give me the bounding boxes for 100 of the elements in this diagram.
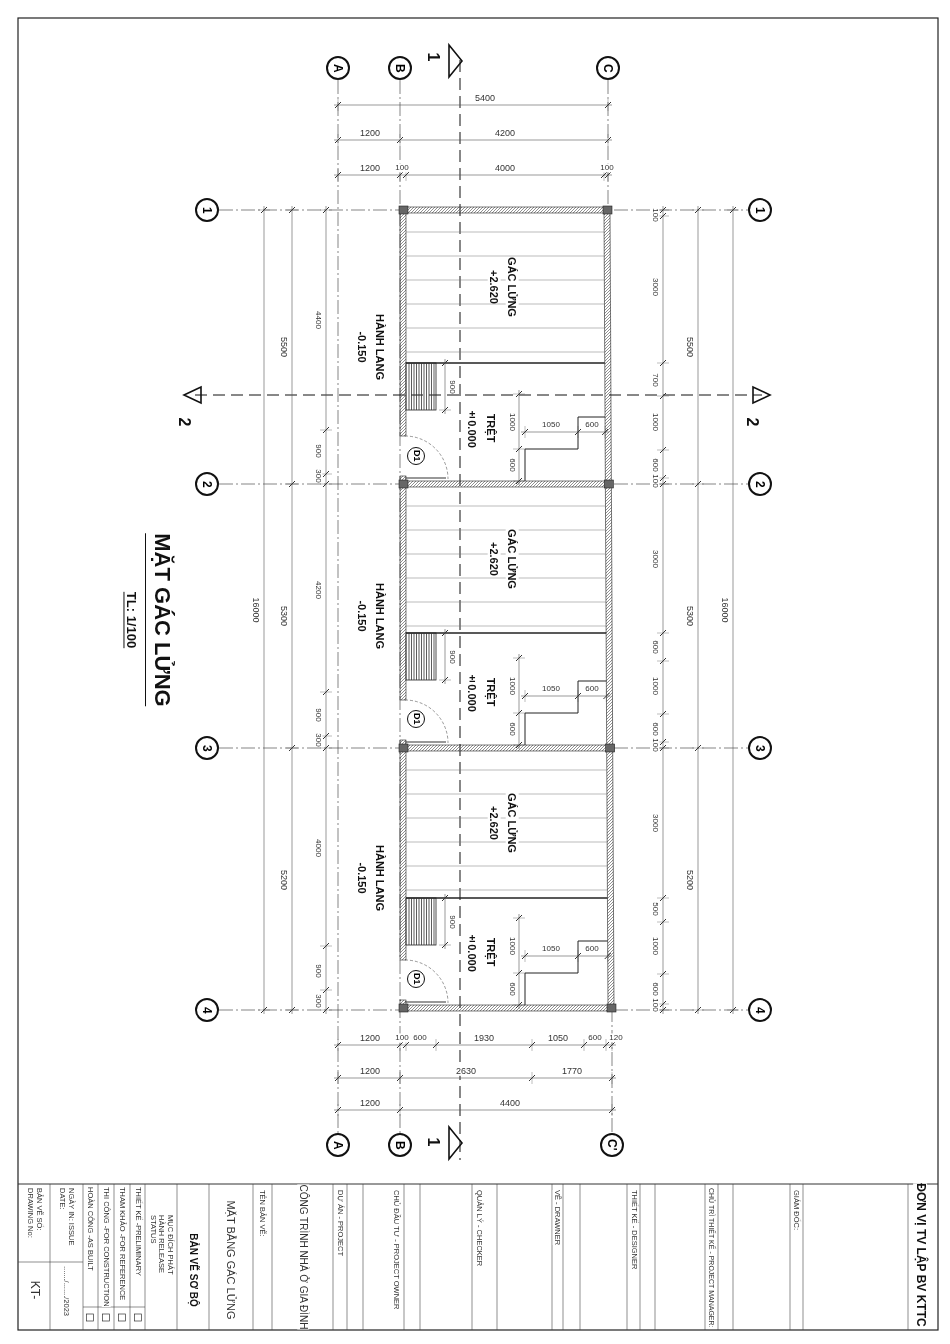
dimension-text: 4000 bbox=[495, 162, 515, 174]
dimension-text: 300 bbox=[313, 733, 323, 747]
grid-bubble: 3 bbox=[195, 736, 219, 760]
label-text: -0.150 bbox=[355, 862, 369, 894]
label-text: +2.620 bbox=[487, 541, 501, 576]
dimension-text: 600 bbox=[413, 1033, 427, 1043]
dimension-text: 16000 bbox=[250, 597, 262, 623]
dimension-text: 1000 bbox=[650, 937, 660, 955]
label-text: ±0.000 bbox=[465, 932, 479, 972]
label-text: TRỆT bbox=[484, 413, 498, 443]
dimension-text: 1050 bbox=[548, 1032, 568, 1044]
grid-bubble: 1 bbox=[195, 198, 219, 222]
dimension-text: 500 bbox=[650, 902, 660, 916]
dimension-text: 300 bbox=[313, 469, 323, 483]
dimension-text: 100 bbox=[650, 474, 660, 488]
dimension-text: 3000 bbox=[650, 277, 660, 296]
dimension-text: 600 bbox=[650, 458, 660, 472]
dimension-text: 1930 bbox=[474, 1032, 494, 1044]
dimension-text: 4200 bbox=[313, 581, 323, 599]
dimension-text: 4400 bbox=[500, 1097, 520, 1109]
label-text: TRỆT bbox=[484, 677, 498, 707]
dimension-text: 4400 bbox=[313, 311, 323, 329]
dimension-text: 900 bbox=[447, 915, 457, 929]
label-text: TL: 1/100 bbox=[123, 591, 139, 649]
dimension-text: 100 bbox=[395, 1033, 409, 1043]
dimension-text: 1000 bbox=[507, 413, 517, 431]
label-text: ĐƠN VỊ TV LẬP BV KTTC bbox=[913, 1183, 927, 1327]
door-tag: D1 bbox=[407, 710, 425, 728]
dimension-text: 1200 bbox=[360, 127, 380, 139]
dimension-text: 1050 bbox=[542, 684, 560, 694]
dimension-text: 100 bbox=[650, 998, 660, 1012]
grid-bubble: 4 bbox=[748, 998, 772, 1022]
label-text: HÀNH LANG bbox=[373, 845, 387, 911]
label-text: GÁC LỬNG bbox=[505, 793, 519, 853]
dimension-text: 900 bbox=[313, 444, 323, 458]
label-text: TRỆT bbox=[484, 937, 498, 967]
label-text: CÔNG TRÌNH NHÀ Ở GIA ĐÌNH bbox=[297, 1184, 309, 1330]
dimension-text: 600 bbox=[507, 722, 517, 736]
dimension-text: 3000 bbox=[650, 549, 660, 568]
dimension-text: 600 bbox=[650, 639, 660, 654]
dimension-text: 16000 bbox=[719, 597, 731, 623]
dimension-text: 100 bbox=[650, 208, 660, 222]
label-text: GÁC LỬNG bbox=[505, 256, 519, 317]
grid-bubble: A bbox=[326, 1133, 350, 1157]
dimension-text: 120 bbox=[609, 1033, 623, 1043]
dimension-text: 1000 bbox=[650, 413, 660, 431]
dimension-text: 5500 bbox=[278, 337, 290, 357]
dimension-text: 900 bbox=[447, 380, 457, 394]
door-tag: D1 bbox=[407, 970, 425, 988]
dimension-text: 1200 bbox=[360, 162, 380, 174]
dimension-text: 4000 bbox=[313, 839, 323, 857]
dimension-text: 600 bbox=[588, 1033, 602, 1043]
dimension-text: 2630 bbox=[456, 1065, 476, 1077]
dimension-text: 5500 bbox=[684, 337, 696, 357]
dimension-text: 1770 bbox=[562, 1065, 582, 1077]
dimension-text: 600 bbox=[585, 684, 599, 694]
label-text: MẶT BẰNG GÁC LỬNG bbox=[224, 1200, 238, 1320]
dimension-text: 900 bbox=[313, 964, 323, 978]
grid-bubble: C' bbox=[600, 1133, 624, 1157]
dimension-text: 1000 bbox=[507, 937, 517, 955]
door-tag: D1 bbox=[407, 447, 425, 465]
dimension-text: 1000 bbox=[507, 677, 517, 695]
dimension-text: 600 bbox=[585, 944, 599, 954]
grid-bubble: 4 bbox=[195, 998, 219, 1022]
dimension-text: 4200 bbox=[495, 127, 515, 139]
label-text: BẢN VẼ SƠ BỘ bbox=[187, 1233, 199, 1307]
dimension-text: 1200 bbox=[360, 1065, 380, 1077]
drawing-title: MẶT GÁC LỬNG bbox=[145, 533, 175, 707]
dimension-text: 5200 bbox=[684, 870, 696, 890]
grid-bubble: 2 bbox=[195, 472, 219, 496]
grid-bubble: 3 bbox=[748, 736, 772, 760]
dimension-text: 600 bbox=[507, 982, 517, 996]
dimension-text: 1200 bbox=[360, 1032, 380, 1044]
label-text: ±0.000 bbox=[465, 672, 479, 712]
dimension-text: 100 bbox=[395, 163, 409, 173]
grid-bubble: 2 bbox=[748, 472, 772, 496]
dimension-text: 5300 bbox=[684, 606, 696, 626]
dimension-text: 5400 bbox=[475, 92, 495, 104]
dimension-text: 600 bbox=[650, 982, 660, 996]
grid-bubble: B bbox=[388, 56, 412, 80]
dimension-text: 100 bbox=[600, 163, 614, 173]
dimension-text: 900 bbox=[313, 708, 323, 722]
label-text: GÁC LỬNG bbox=[505, 528, 519, 589]
label-text: +2.620 bbox=[487, 806, 501, 840]
dimension-text: 3000 bbox=[650, 814, 660, 832]
dimension-text: 600 bbox=[507, 458, 517, 472]
label-text: +2.620 bbox=[487, 269, 501, 304]
label-text: HÀNH LANG bbox=[373, 583, 387, 649]
dimension-text: 600 bbox=[650, 722, 660, 736]
dimension-text: 1200 bbox=[360, 1097, 380, 1109]
dimension-text: 5200 bbox=[278, 870, 290, 890]
dimension-text: 1050 bbox=[542, 420, 560, 430]
dimension-text: 1000 bbox=[650, 677, 660, 695]
dimension-text: 700 bbox=[650, 372, 660, 387]
dimension-text: 1050 bbox=[542, 944, 560, 954]
dimension-text: 900 bbox=[447, 650, 457, 664]
dimension-text: 600 bbox=[585, 420, 599, 430]
grid-bubble: 1 bbox=[748, 198, 772, 222]
grid-bubble: A bbox=[326, 56, 350, 80]
grid-bubble: C bbox=[596, 56, 620, 80]
